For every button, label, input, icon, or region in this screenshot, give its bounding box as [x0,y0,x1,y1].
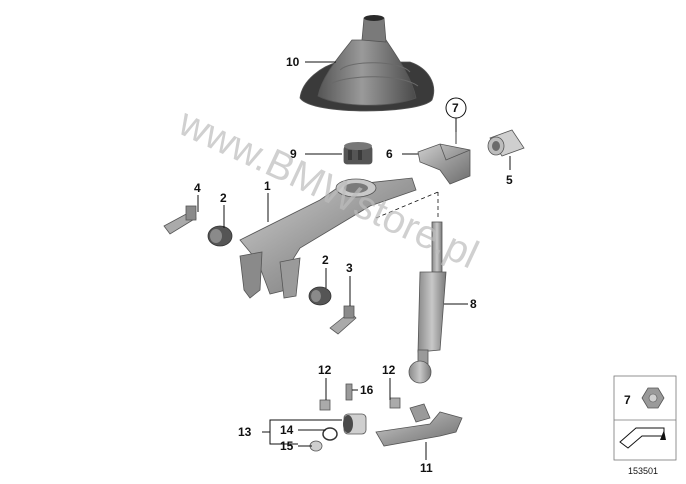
pin-part-16[interactable] [345,383,353,401]
shift-lever-arm-part-1[interactable] [239,177,417,299]
nut-icon [641,387,665,409]
bushing-part-2-upper[interactable] [207,225,233,247]
callout-1: 1 [264,179,271,193]
arrow-icon [619,427,666,449]
callout-3: 3 [346,261,353,275]
callout-14: 14 [280,423,294,437]
pin-part-3[interactable] [329,305,357,335]
lower-lever-part-11[interactable] [375,403,463,447]
callout-10: 10 [286,55,300,69]
callout-12-right: 12 [382,363,396,377]
bushing-part-2-lower[interactable] [308,286,332,306]
diagram-number: 153501 [628,466,658,476]
shift-boot-part-10[interactable] [299,15,435,112]
callout-12-left: 12 [318,363,332,377]
callout-2-upper: 2 [220,191,227,205]
legend-item-number: 7 [624,393,631,407]
callout-2-lower: 2 [322,253,329,267]
callout-11: 11 [420,461,433,475]
callout-16: 16 [360,383,374,397]
pin-part-4[interactable] [163,205,197,235]
sleeve-part-5[interactable] [487,129,525,157]
callout-9: 9 [290,147,297,161]
callout-15: 15 [280,439,294,453]
bushing-part-9[interactable] [343,142,373,165]
callout-8: 8 [470,297,477,311]
clip-part-12-left[interactable] [319,399,331,411]
callout-6: 6 [386,147,393,161]
bushing-part-13[interactable] [343,413,367,435]
assembly-guide-lines [375,132,457,220]
callout-leaders [197,61,511,460]
ring-part-14[interactable] [322,427,338,441]
watermark-text: www.BMWstore.pl [171,100,485,277]
callout-7-circle: 7 [452,101,459,115]
callout-13: 13 [238,425,252,439]
clip-part-12-right[interactable] [389,397,401,409]
callout-labels: 10 9 7 6 5 4 2 1 2 3 8 12 12 16 14 13 15… [194,55,513,475]
legend-box: 7 [613,375,677,461]
bracket-part-6[interactable] [417,143,471,185]
shift-rod-part-8[interactable] [408,221,447,384]
callout-5: 5 [506,173,513,187]
callout-4: 4 [194,181,201,195]
